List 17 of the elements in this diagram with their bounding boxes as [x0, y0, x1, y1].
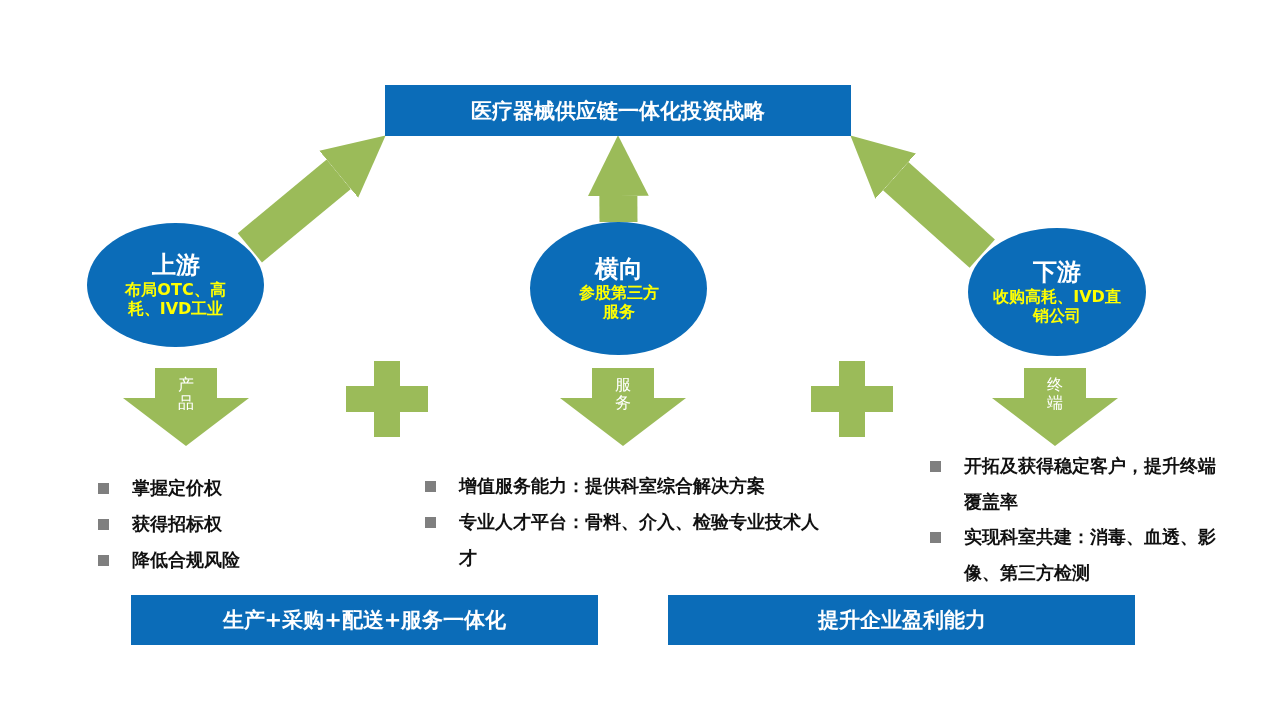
arrow-text: 终端	[1047, 376, 1063, 412]
bullet-item: 开拓及获得稳定客户，提升终端覆盖率	[930, 448, 1224, 520]
ellipse-subtext: 布局OTC、高耗、IVD工业	[123, 279, 227, 318]
arrow-text: 产品	[178, 376, 194, 412]
title-box: 医疗器械供应链一体化投资战略	[385, 85, 851, 136]
title-box: 生产+采购+配送+服务一体化	[131, 595, 598, 645]
ellipse-heading: 横向	[594, 255, 643, 284]
arrow	[587, 135, 649, 223]
arrow	[850, 135, 995, 268]
arrow	[237, 135, 386, 263]
title-box: 提升企业盈利能力	[668, 595, 1135, 645]
bullet-item: 实现科室共建：消毒、血透、影像、第三方检测	[930, 519, 1234, 591]
ellipse-heading: 下游	[1033, 259, 1081, 287]
ellipse-subtext: 收购高耗、IVD直销公司	[992, 286, 1122, 325]
ellipse-heading: 上游	[151, 252, 200, 280]
ellipse-subtext: 参股第三方服务	[578, 283, 659, 322]
arrow-text: 服务	[615, 376, 631, 412]
